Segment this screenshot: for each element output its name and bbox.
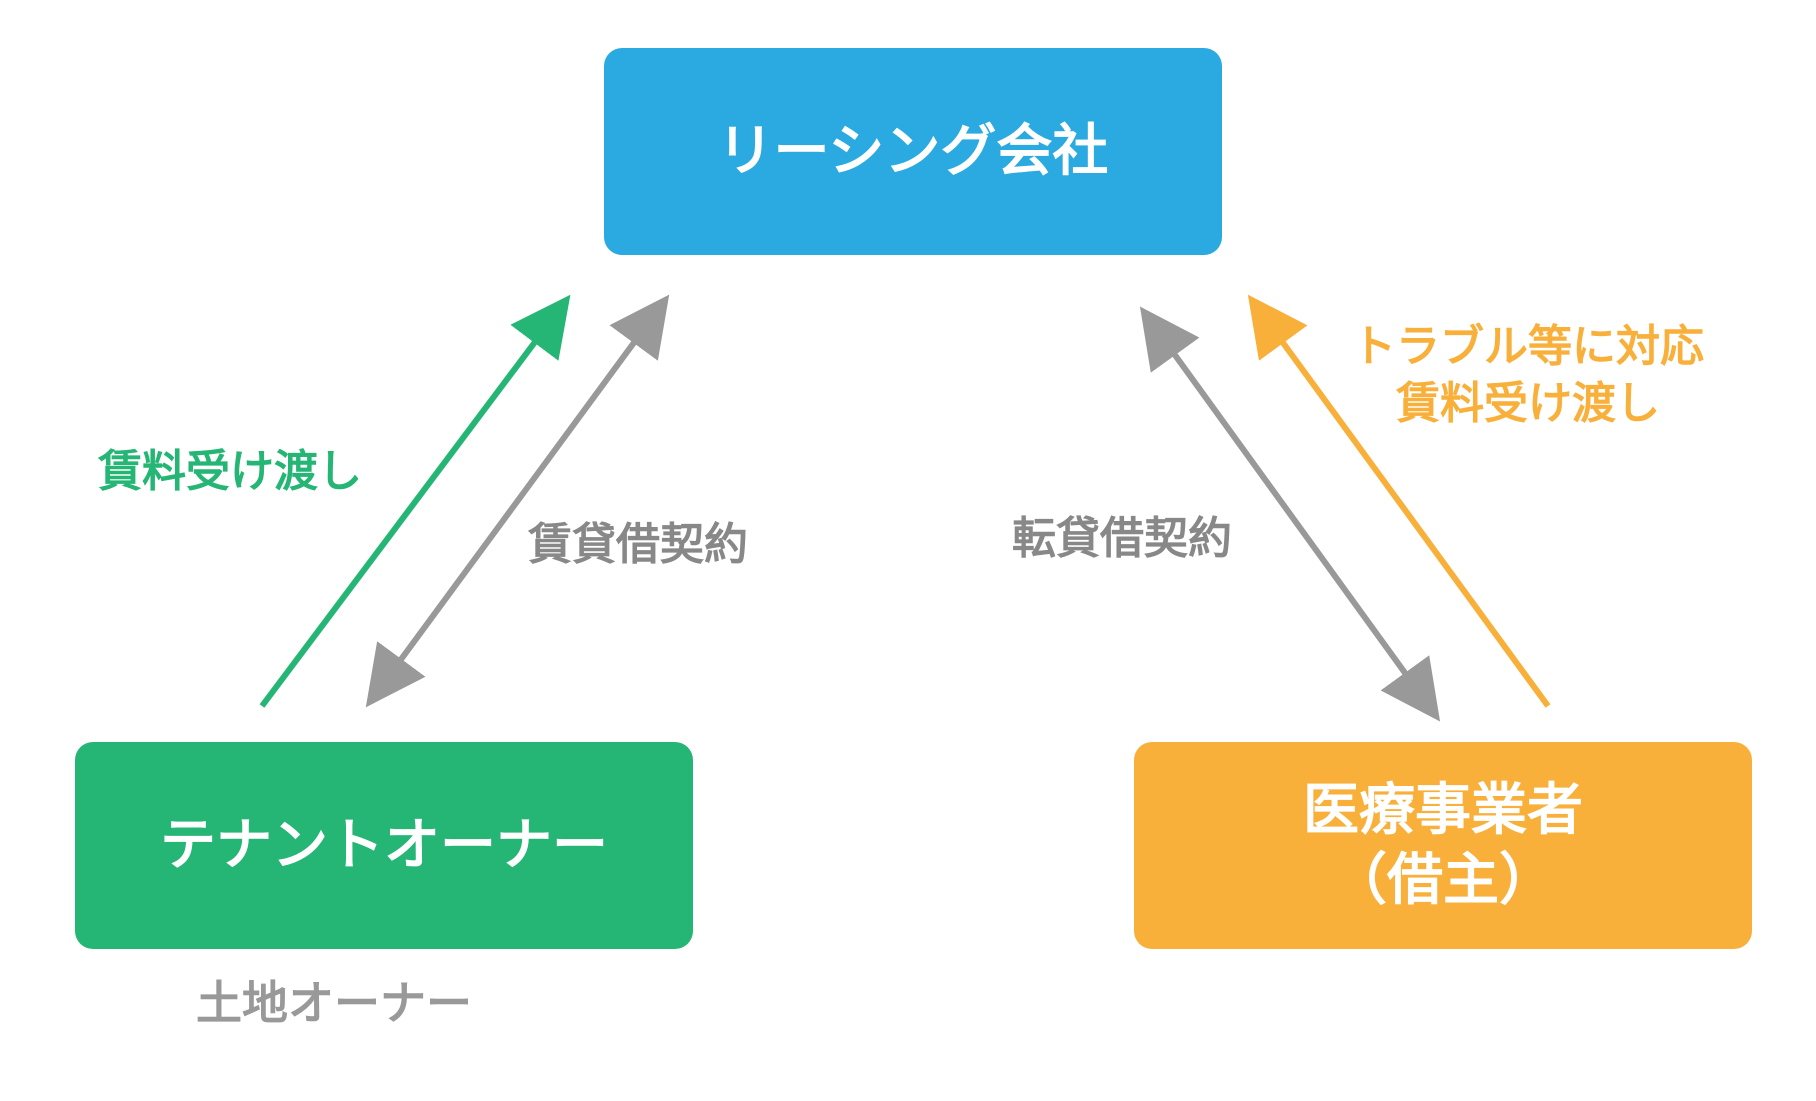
leasing-company-box: リーシング会社 xyxy=(604,48,1222,255)
medical-operator-label: 医療事業者 xyxy=(1303,777,1583,843)
tenant-owner-label: テナントオーナー xyxy=(160,812,608,878)
sublease-contract-label: 転貸借契約 xyxy=(1012,513,1232,564)
rent-transfer-label-right: 賃料受け渡し xyxy=(1396,378,1660,430)
rent-transfer-label-left: 賃料受け渡し xyxy=(98,446,362,497)
arrow-sublease-contract xyxy=(1139,306,1441,722)
medical-operator-box: 医療事業者 （借主） xyxy=(1134,742,1752,949)
medical-arrow-labels: トラブル等に対応 賃料受け渡し xyxy=(1352,318,1704,432)
trouble-support-label: トラブル等に対応 xyxy=(1352,321,1704,372)
lease-contract-label: 賃貸借契約 xyxy=(528,519,748,570)
land-owner-label: 土地オーナー xyxy=(196,976,472,1030)
arrow-support-medical-to-leasing xyxy=(1247,294,1551,708)
borrower-label: （借主） xyxy=(1331,847,1555,913)
tenant-owner-box: テナントオーナー xyxy=(75,742,693,949)
leasing-company-label: リーシング会社 xyxy=(717,118,1109,184)
arrow-lease-contract xyxy=(365,294,670,708)
